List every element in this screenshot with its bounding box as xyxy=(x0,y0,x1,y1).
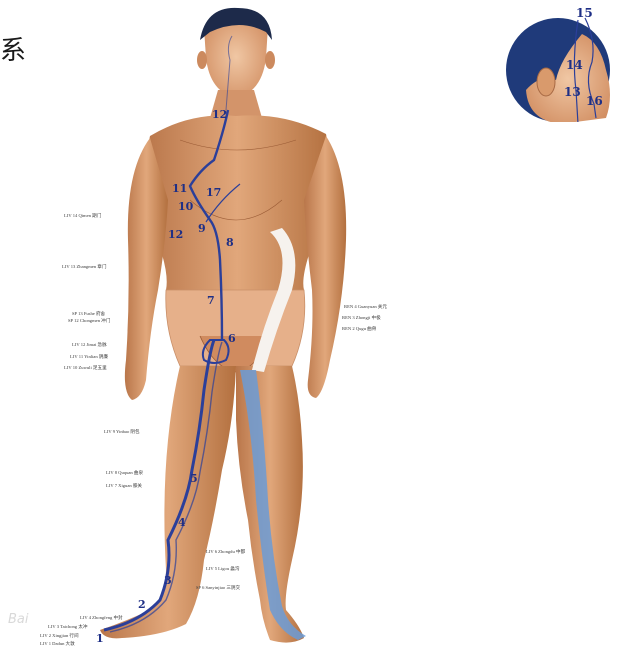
body-point-3: 3 xyxy=(164,574,172,587)
acupoint-label: SP 13 Fushe 府舍 xyxy=(72,311,105,317)
body-point-6: 6 xyxy=(228,332,236,345)
acupoint-label: LIV 12 Jimai 急脉 xyxy=(72,342,107,348)
head-point-16: 16 xyxy=(586,94,603,108)
acupoint-label: LIV 10 Zuwuli 足五里 xyxy=(64,365,107,371)
acupoint-label: LIV 7 Xiguan 膝关 xyxy=(106,483,142,489)
acupoint-label: LIV 11 Yinlian 阴廉 xyxy=(70,354,108,360)
acupoint-label: LIV 13 Zhangmen 章门 xyxy=(62,264,106,270)
head-profile-inset xyxy=(506,18,610,128)
acupoint-label: LIV 3 Taichong 太冲 xyxy=(48,624,87,630)
body-figure xyxy=(100,8,346,643)
acupoint-label: LIV 9 Yinbao 阴包 xyxy=(104,429,140,435)
head-point-15: 15 xyxy=(576,6,593,20)
acupoint-label: LIV 2 Xingjian 行间 xyxy=(40,633,79,639)
acupoint-label: LIV 4 Zhongfeng 中封 xyxy=(80,615,123,621)
body-point-12-upper: 12 xyxy=(212,108,227,121)
body-point-8: 8 xyxy=(226,236,234,249)
head-point-13: 13 xyxy=(564,85,581,99)
acupoint-label: LIV 6 Zhongdu 中都 xyxy=(206,549,245,555)
acupoint-label: LIV 5 Ligou 蠡沟 xyxy=(206,566,239,572)
body-point-7: 7 xyxy=(207,294,215,307)
body-point-9: 9 xyxy=(198,222,206,235)
body-point-17: 17 xyxy=(206,186,221,199)
body-point-12-side: 12 xyxy=(168,228,183,241)
body-point-11: 11 xyxy=(172,182,187,195)
body-point-2: 2 xyxy=(138,598,146,611)
body-point-10: 10 xyxy=(178,200,193,213)
acupoint-label: LIV 8 Ququan 曲泉 xyxy=(106,470,143,476)
acupoint-label: REN 2 Qugu 曲骨 xyxy=(342,326,376,332)
acupoint-label: LIV 14 Qimen 期门 xyxy=(64,213,101,219)
acupoint-label: SP 12 Chongmen 冲门 xyxy=(68,318,110,324)
acupoint-label: LIV 1 Dadun 大敦 xyxy=(40,641,75,647)
acupoint-label: REN 3 Zhongji 中极 xyxy=(342,315,381,321)
body-point-1: 1 xyxy=(96,632,104,645)
body-point-4: 4 xyxy=(178,516,186,529)
acupoint-label: REN 4 Guanyuan 关元 xyxy=(344,304,387,310)
body-point-5: 5 xyxy=(190,472,198,485)
head-point-14: 14 xyxy=(566,58,583,72)
acupoint-label: SP 6 Sanyinjiao 三阴交 xyxy=(196,585,240,591)
